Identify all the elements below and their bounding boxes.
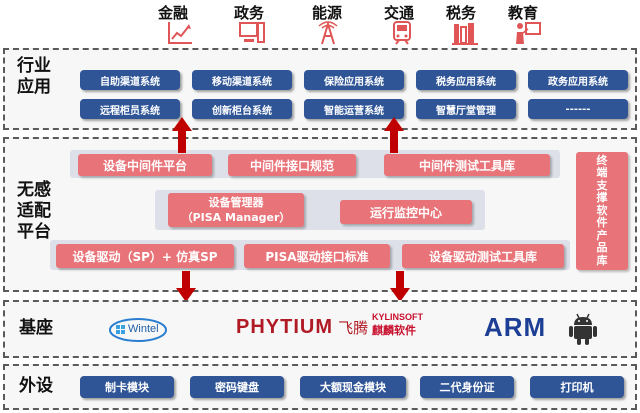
education-teacher-icon [516,22,541,44]
arrow-down-left [176,271,196,302]
arm-logo-text: ARM [484,312,547,342]
phytium-logo-text: PHYTIUM [236,316,333,338]
wintel-logo: Wintel [108,316,168,344]
adaptation-platform-title: 无感 适配 平台 [17,180,51,242]
kylinsoft-logo-chinese: 麒麟软件 [372,324,416,337]
printer-box: 打印机 [530,376,624,398]
device-driver-sp-box: 设备驱动（SP）+ 仿真SP [56,244,234,268]
industry-energy-label: 能源 [312,4,343,22]
transport-train-icon [393,21,411,45]
industry-finance-label: 金融 [158,4,189,22]
arrow-up-left [172,117,192,153]
android-icon [569,313,597,345]
finance-chart-icon [168,22,192,44]
app-box-government: 政务应用系统 [528,70,628,90]
middleware-interface-spec-box: 中间件接口规范 [228,154,356,176]
runtime-monitor-center-box: 运行监控中心 [340,200,472,224]
app-box-tax: 税务应用系统 [416,70,516,90]
app-box-smart-hall: 智慧厅堂管理 [416,99,516,119]
industry-tax-label: 税务 [446,4,477,22]
phytium-logo: PHYTIUM 飞腾 [236,316,376,342]
app-box-insurance: 保险应用系统 [304,70,404,90]
industry-government-label: 政务 [234,4,265,22]
middleware-test-toolkit-box: 中间件测试工具库 [384,154,550,176]
terminal-software-library-box: 终 端 支 撑 软 件 产 品 库 [576,152,628,270]
arm-logo: ARM [484,312,558,344]
app-box-remote-teller: 远程柜员系统 [80,99,180,119]
industry-transport-label: 交通 [384,4,415,22]
device-middleware-platform-box: 设备中间件平台 [78,154,212,176]
government-computer-icon [239,22,265,43]
base-layer-title: 基座 [19,318,53,338]
app-box-self-service: 自助渠道系统 [80,70,180,90]
app-box-mobile-channel: 移动渠道系统 [192,70,292,90]
kylinsoft-logo: KYLINSOFT 麒麟软件 [372,312,446,344]
id-card-reader-box: 二代身份证 [420,376,514,398]
pin-pad-box: 密码键盘 [190,376,284,398]
arrow-up-right [384,117,404,153]
app-box-innovative-counter: 创新柜台系统 [192,99,292,119]
wintel-logo-text: Wintel [128,323,159,335]
device-driver-test-toolkit-box: 设备驱动测试工具库 [402,244,564,268]
industry-education-label: 教育 [508,4,539,22]
base-layer [3,300,637,358]
arrow-down-right [390,271,410,302]
peripheral-layer-title: 外设 [19,376,53,396]
tax-books-icon [452,23,478,45]
app-box-smart-operation: 智能运营系统 [304,99,404,119]
kylinsoft-logo-text: KYLINSOFT [372,312,423,322]
pisa-manager-box: 设备管理器 （PISA Manager） [168,193,304,227]
card-making-module-box: 制卡模块 [80,376,174,398]
bulk-cash-module-box: 大额现金模块 [300,376,406,398]
energy-tower-icon [318,20,338,45]
phytium-logo-chinese: 飞腾 [338,319,369,337]
app-box-placeholder: ------ [528,99,628,119]
application-layer-title: 行业 应用 [17,56,51,97]
pisa-driver-interface-box: PISA驱动接口标准 [244,244,390,268]
